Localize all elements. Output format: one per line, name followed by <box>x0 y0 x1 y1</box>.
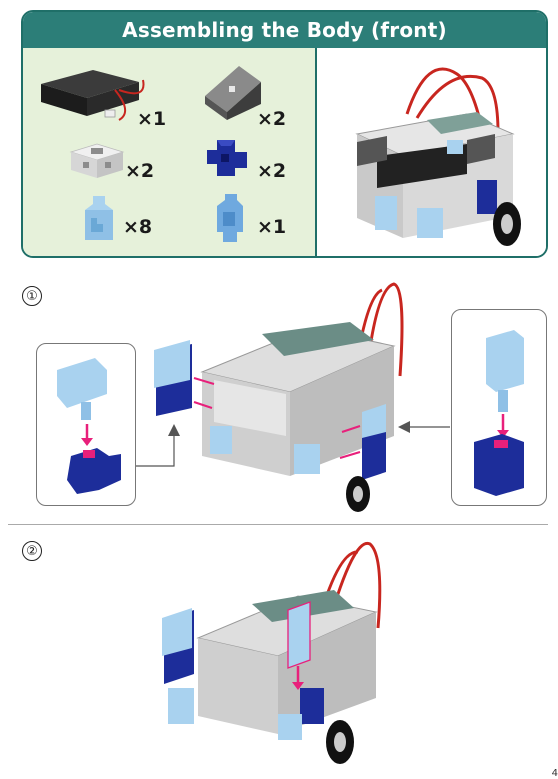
left-inset-assembly-image <box>57 358 121 494</box>
parts-list-panel: ×1 ×2 ×2 ×2 <box>23 48 317 256</box>
step-1-right-inset <box>451 309 547 506</box>
wedge-block-qty: ×2 <box>257 108 287 130</box>
step-1-main-assembly-image <box>154 282 404 512</box>
robot-body-preview-image <box>355 67 521 246</box>
hub-block-icon <box>69 143 125 178</box>
battery-box-qty: ×1 <box>137 108 167 130</box>
page-number: 4 <box>551 768 558 779</box>
hub-block-qty: ×2 <box>125 160 155 182</box>
blue-block-qty: ×1 <box>257 216 287 238</box>
battery-box-icon <box>41 70 145 121</box>
light-blue-block-qty: ×8 <box>123 216 153 238</box>
step-divider <box>8 524 548 525</box>
step-2-number: ② <box>22 541 42 561</box>
page-title: Assembling the Body (front) <box>122 18 447 42</box>
dark-blue-joint-qty: ×2 <box>257 160 287 182</box>
light-blue-block-icon <box>85 196 113 240</box>
right-inset-assembly-image <box>474 330 524 496</box>
wedge-block-icon <box>205 66 261 120</box>
assembled-body-preview <box>317 48 546 256</box>
step-1-number: ① <box>22 286 42 306</box>
left-callout-connector <box>136 424 180 467</box>
step-2-assembly-image <box>162 541 382 764</box>
right-callout-arrow <box>398 421 450 433</box>
step-1-left-inset <box>36 343 136 506</box>
parts-header-box: Assembling the Body (front) ×1 ×2 <box>21 10 548 258</box>
header-bar: Assembling the Body (front) <box>23 12 546 48</box>
blue-block-icon <box>217 194 243 242</box>
dark-blue-joint-icon <box>207 140 247 176</box>
